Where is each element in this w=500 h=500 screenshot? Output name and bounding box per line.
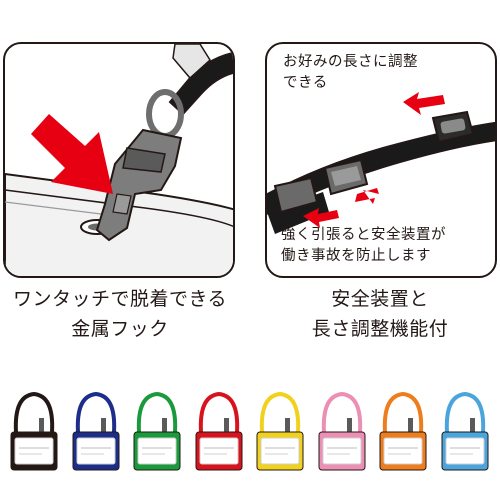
- adjust-line-2: できる: [283, 75, 328, 91]
- adjust-description: お好みの長さに調整 できる: [283, 52, 418, 94]
- adjust-line-1: お好みの長さに調整: [283, 54, 418, 70]
- lanyard-variant-icon: [133, 391, 181, 471]
- adjuster-caption-line-2: 長さ調整機能付: [311, 318, 449, 340]
- release-arrow-icon: [303, 208, 339, 228]
- hook-illustration: [5, 44, 233, 276]
- lanyard-variant-icon: [318, 391, 365, 471]
- lanyard-variant-icon: [195, 391, 242, 471]
- safety-line-1: 強く引張ると安全装置が: [281, 227, 446, 243]
- hook-panel: [3, 42, 235, 278]
- safety-line-2: 働き事故を防止します: [281, 248, 431, 264]
- lanyard-variant-icon: [256, 391, 304, 471]
- release-arrow-right-icon: [355, 188, 379, 204]
- adjuster-illustration: [267, 92, 495, 234]
- hook-caption: ワンタッチで脱着できる 金属フック: [0, 284, 240, 344]
- lanyard-variant-icon: [379, 391, 427, 471]
- adjust-arrow-icon: [403, 92, 445, 115]
- adjuster-caption-line-1: 安全装置と: [331, 288, 429, 310]
- lanyard-variant-icon: [72, 391, 119, 471]
- adjuster-panel: お好みの長さに調整 できる 強く引張ると安全装置が 働き事故を防止します: [265, 42, 497, 278]
- lanyard-variant-icon: [441, 391, 488, 471]
- safety-description: 強く引張ると安全装置が 働き事故を防止します: [281, 225, 446, 267]
- color-variants: [0, 388, 500, 488]
- hook-caption-line-1: ワンタッチで脱着できる: [12, 288, 228, 310]
- hook-caption-line-2: 金属フック: [71, 318, 169, 340]
- lanyard-variant-icon: [10, 391, 58, 471]
- red-arrow-icon: [31, 114, 113, 194]
- adjuster-caption: 安全装置と 長さ調整機能付: [260, 284, 500, 344]
